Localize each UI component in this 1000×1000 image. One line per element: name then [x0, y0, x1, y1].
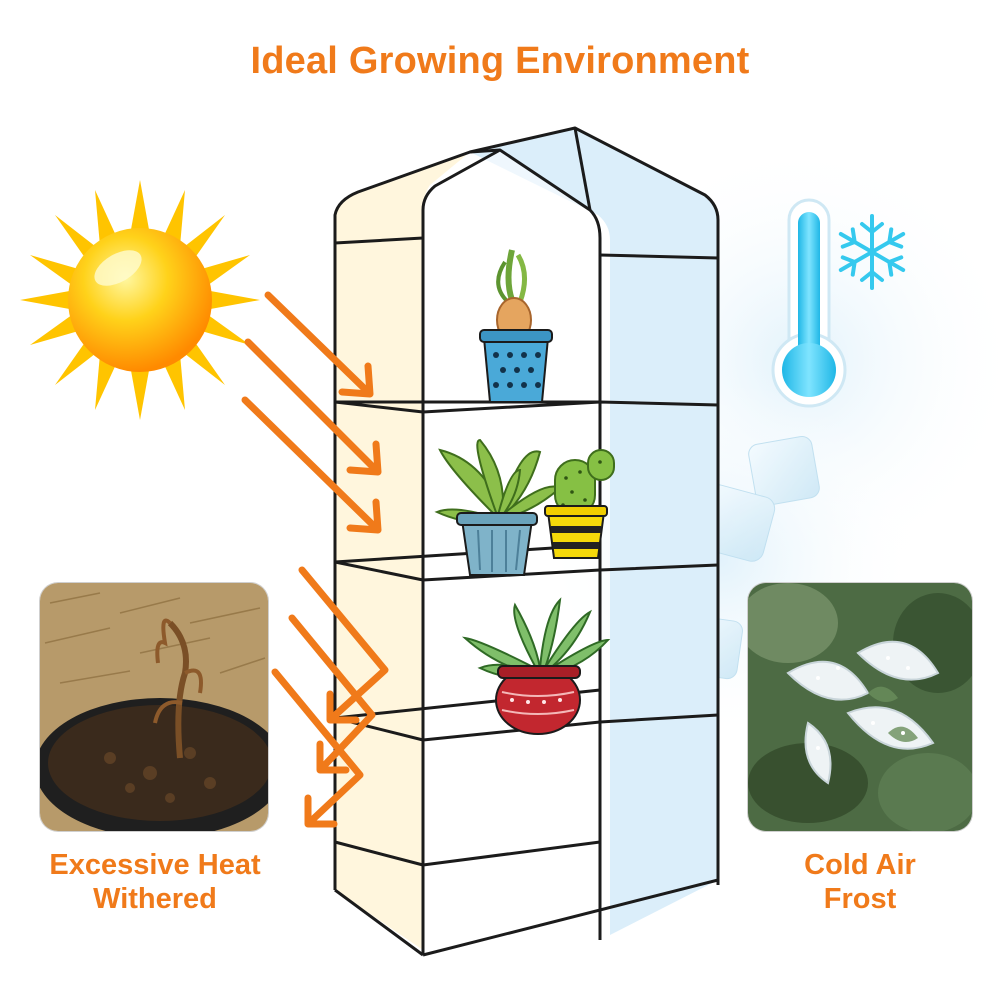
cold-air-caption: Cold Air Frost: [760, 848, 960, 916]
warm-panel: [335, 152, 470, 950]
potted-cactus: [544, 449, 615, 559]
caption-line: Cold Air: [804, 849, 916, 881]
caption-line: Frost: [823, 883, 897, 915]
potted-plant-leafy: [434, 438, 562, 576]
sun-icon: [20, 180, 260, 420]
heat-arrow-icon: [241, 291, 389, 828]
potted-plant-sprout: [479, 249, 553, 403]
potted-succulent: [461, 597, 611, 735]
caption-line: Withered: [93, 883, 217, 915]
thermometer-icon: [771, 198, 847, 408]
excessive-heat-caption: Excessive Heat Withered: [30, 848, 280, 916]
page-title: Ideal Growing Environment: [250, 40, 750, 82]
caption-line: Excessive Heat: [49, 849, 261, 881]
snowflake-icon: [838, 214, 906, 290]
cool-panel: [470, 128, 718, 935]
frost-plant-photo: [748, 583, 972, 831]
withered-plant-photo: [40, 583, 268, 831]
